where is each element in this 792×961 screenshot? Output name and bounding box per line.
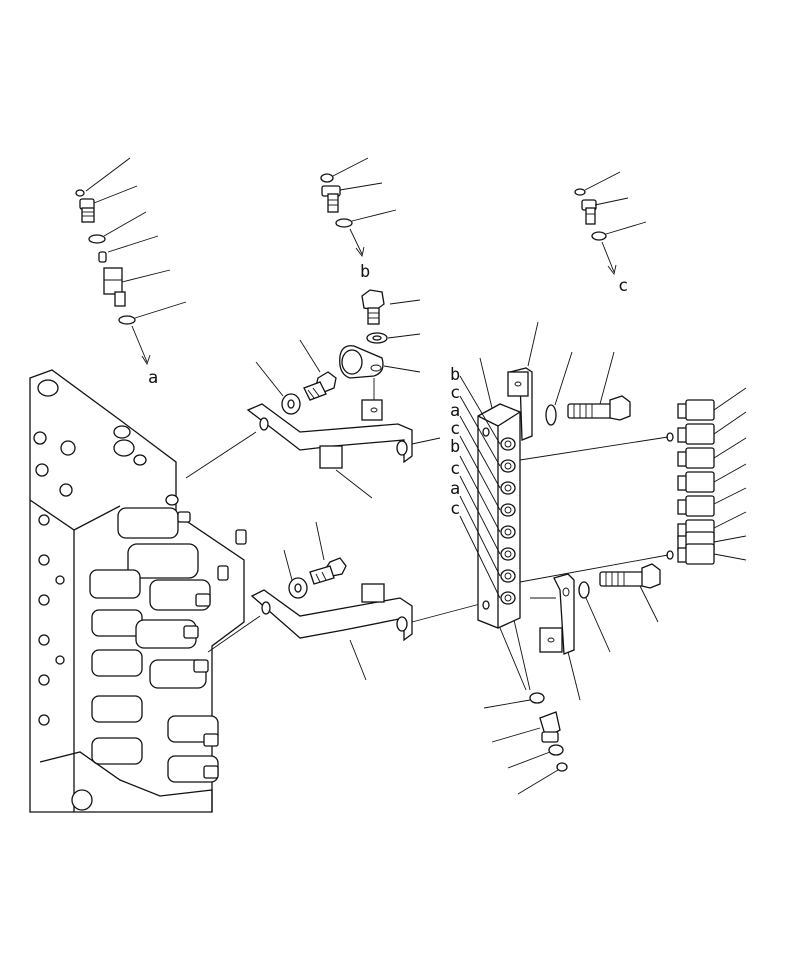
o-ring-bottom-2 — [548, 744, 564, 756]
bracket-lower — [250, 583, 481, 681]
washer-right-lower — [578, 581, 590, 599]
bolt-right-upper — [567, 351, 631, 421]
right-bracket-lower — [530, 563, 661, 701]
bolt-washer-upper-left — [255, 339, 337, 415]
fitting-5 — [677, 487, 747, 517]
washer-right-upper — [545, 404, 557, 426]
elbow-fitting-c — [581, 199, 597, 225]
label-b: b — [360, 262, 370, 282]
port-label-1: b — [450, 365, 460, 385]
o-ring-b2 — [335, 218, 353, 228]
o-ring-bottom-1 — [529, 692, 545, 704]
o-ring-c1 — [574, 188, 586, 196]
port-label-2: c — [450, 383, 460, 403]
elbow-fitting-bottom — [539, 711, 561, 743]
port-label-6: c — [450, 459, 460, 479]
port-letter-column: b c a c b c a c — [450, 365, 460, 519]
bracket-upper — [246, 403, 441, 499]
fitting-4 — [677, 463, 747, 493]
fitting-group-a: a — [75, 157, 187, 388]
port-label-5: b — [450, 437, 460, 457]
port-label-8: c — [450, 499, 460, 519]
o-ring-a2 — [118, 315, 136, 325]
o-ring-c2 — [591, 231, 607, 241]
fitting-group-c: c — [574, 171, 647, 296]
o-ring-bottom-3 — [556, 762, 568, 772]
elbow-fitting-b — [321, 185, 341, 213]
valve-face-ports — [33, 431, 76, 726]
fitting-1 — [677, 387, 747, 421]
valve-small-nipples — [177, 511, 247, 779]
fitting-group-b: b — [320, 157, 397, 282]
fitting-2 — [677, 411, 747, 445]
o-ring-b1 — [320, 173, 334, 183]
port-label-7: a — [450, 479, 460, 499]
fitting-stack-right — [519, 387, 747, 583]
o-ring-a — [88, 234, 106, 244]
port-label-4: c — [450, 419, 460, 439]
manifold-ports — [500, 437, 516, 605]
adapter-a — [103, 267, 126, 307]
hex-bolt-top — [361, 289, 385, 325]
bolt-right-lower — [599, 563, 661, 623]
fitting-group-bottom — [483, 692, 568, 795]
control-valve-body — [29, 369, 261, 813]
label-c: c — [618, 276, 628, 296]
port-label-3: a — [450, 401, 460, 421]
bolt-washer-lower-left — [283, 521, 347, 599]
elbow-fitting-a — [79, 198, 95, 223]
fitting-8 — [677, 543, 747, 565]
manifold-block — [459, 357, 531, 691]
clamp-bolt-group — [339, 289, 421, 421]
label-a: a — [148, 368, 158, 388]
mount-bracket-upper — [361, 378, 383, 421]
pipe-clamp — [339, 345, 384, 379]
valve-top-bosses — [37, 379, 179, 506]
plug-small — [98, 251, 107, 263]
right-bracket-upper — [507, 321, 631, 441]
o-ring-small — [75, 189, 85, 197]
fitting-3 — [677, 437, 747, 469]
